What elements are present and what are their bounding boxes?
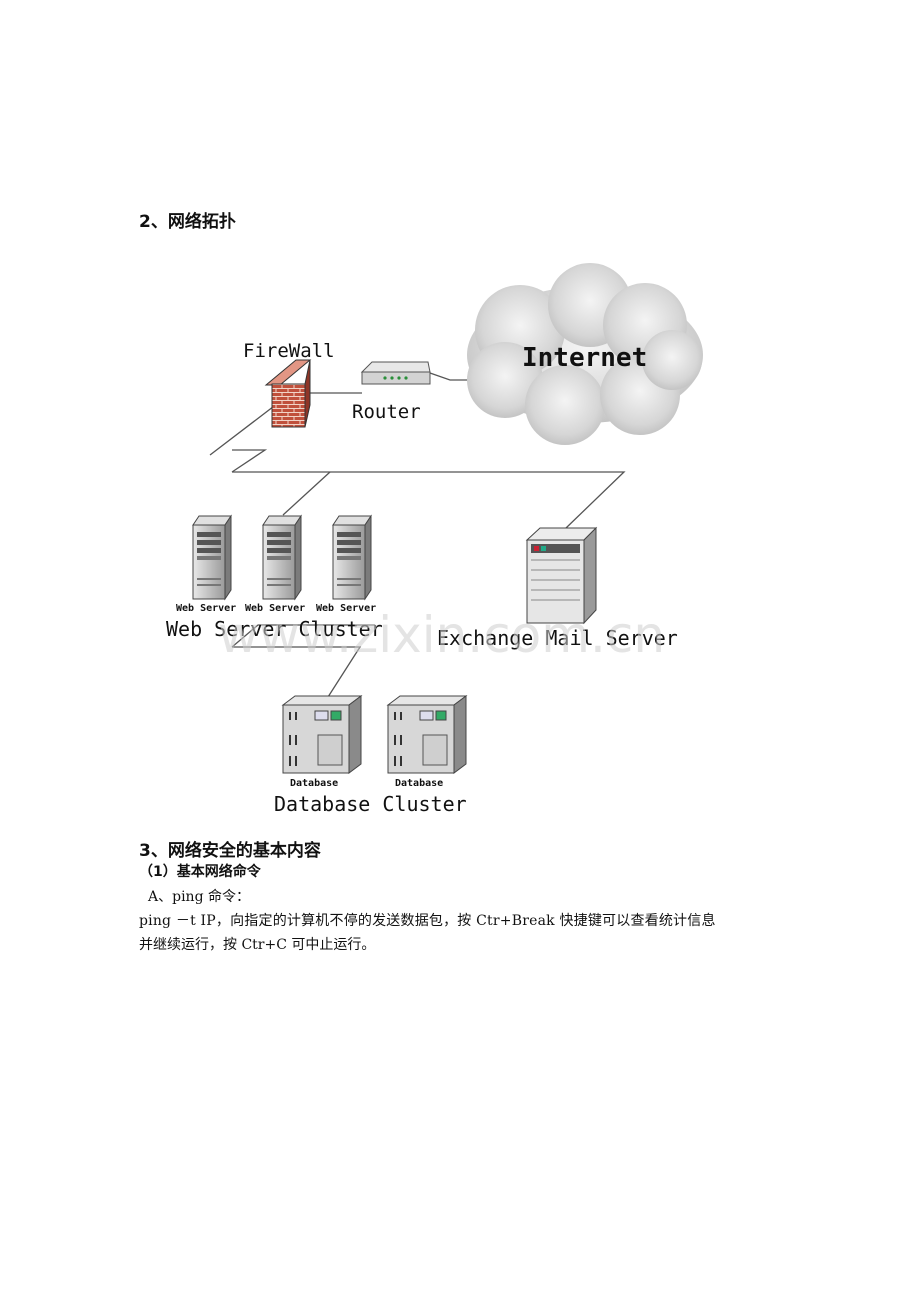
section-2-title: 2、网络拓扑 [139,212,236,232]
web-server-label: Web Server [316,603,376,614]
firewall-icon [264,359,312,428]
router-label: Router [352,401,421,423]
item-a-heading: A、ping 命令： [148,889,250,905]
web-server-label: Web Server [176,603,236,614]
database-server-icon [386,695,468,774]
ping-description-line2: 并继续运行，按 Ctr+C 可中止运行。 [139,937,376,953]
database-label: Database [290,778,338,789]
section-3-title: 3、网络安全的基本内容 [139,841,321,861]
web-server-icon [192,514,232,601]
web-server-icon [332,514,372,601]
web-server-cluster-label: Web Server Cluster [166,617,383,641]
router-icon [360,361,431,385]
database-server-icon [281,695,363,774]
mail-server-label: Exchange Mail Server [437,626,678,650]
internet-cloud-icon [467,263,703,445]
subsection-1-title: （1）基本网络命令 [139,864,261,880]
database-cluster-label: Database Cluster [274,792,467,816]
web-server-icon [262,514,302,601]
mail-server-icon [525,526,598,625]
network-topology-diagram: Internet FireWall Router [166,263,703,816]
internet-label: Internet [522,343,647,373]
ping-description-line1: ping －t IP，向指定的计算机不停的发送数据包，按 Ctr+Break 快… [139,913,716,929]
web-server-label: Web Server [245,603,305,614]
firewall-label: FireWall [243,340,335,362]
database-label: Database [395,778,443,789]
watermark: www.zixin.com.cn [218,606,665,664]
